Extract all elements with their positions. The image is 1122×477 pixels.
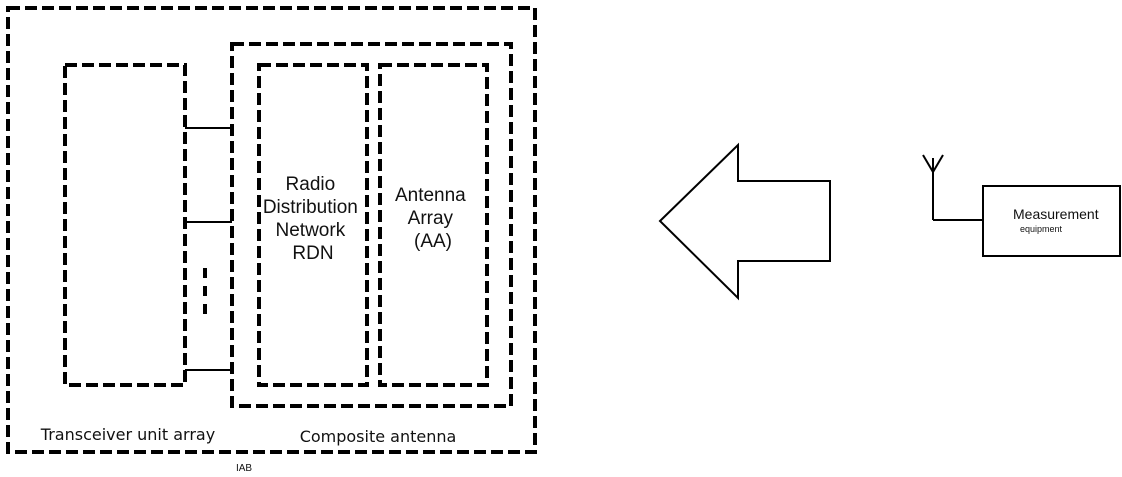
left-arrow-icon	[658, 142, 831, 301]
iab-boundary-box	[6, 6, 537, 454]
iab-label: IAB	[236, 463, 252, 474]
transceiver-connection-lines	[185, 127, 232, 371]
antenna-array-label: Antenna Array (AA)	[395, 185, 471, 252]
measurement-equipment-box	[982, 185, 1121, 257]
measurement-label: Measurement	[1013, 206, 1099, 222]
equipment-label: equipment	[1020, 224, 1063, 234]
composite-antenna-box	[230, 42, 513, 408]
rdn-box	[257, 63, 369, 387]
rdn-label: Radio Distribution Network RDN	[263, 174, 363, 264]
transceiver-unit-array-label: Transceiver unit array	[40, 425, 215, 444]
transceiver-unit-array-box	[63, 63, 187, 387]
antenna-icon	[922, 154, 983, 221]
composite-antenna-label: Composite antenna	[300, 427, 457, 446]
antenna-array-box	[378, 63, 489, 387]
